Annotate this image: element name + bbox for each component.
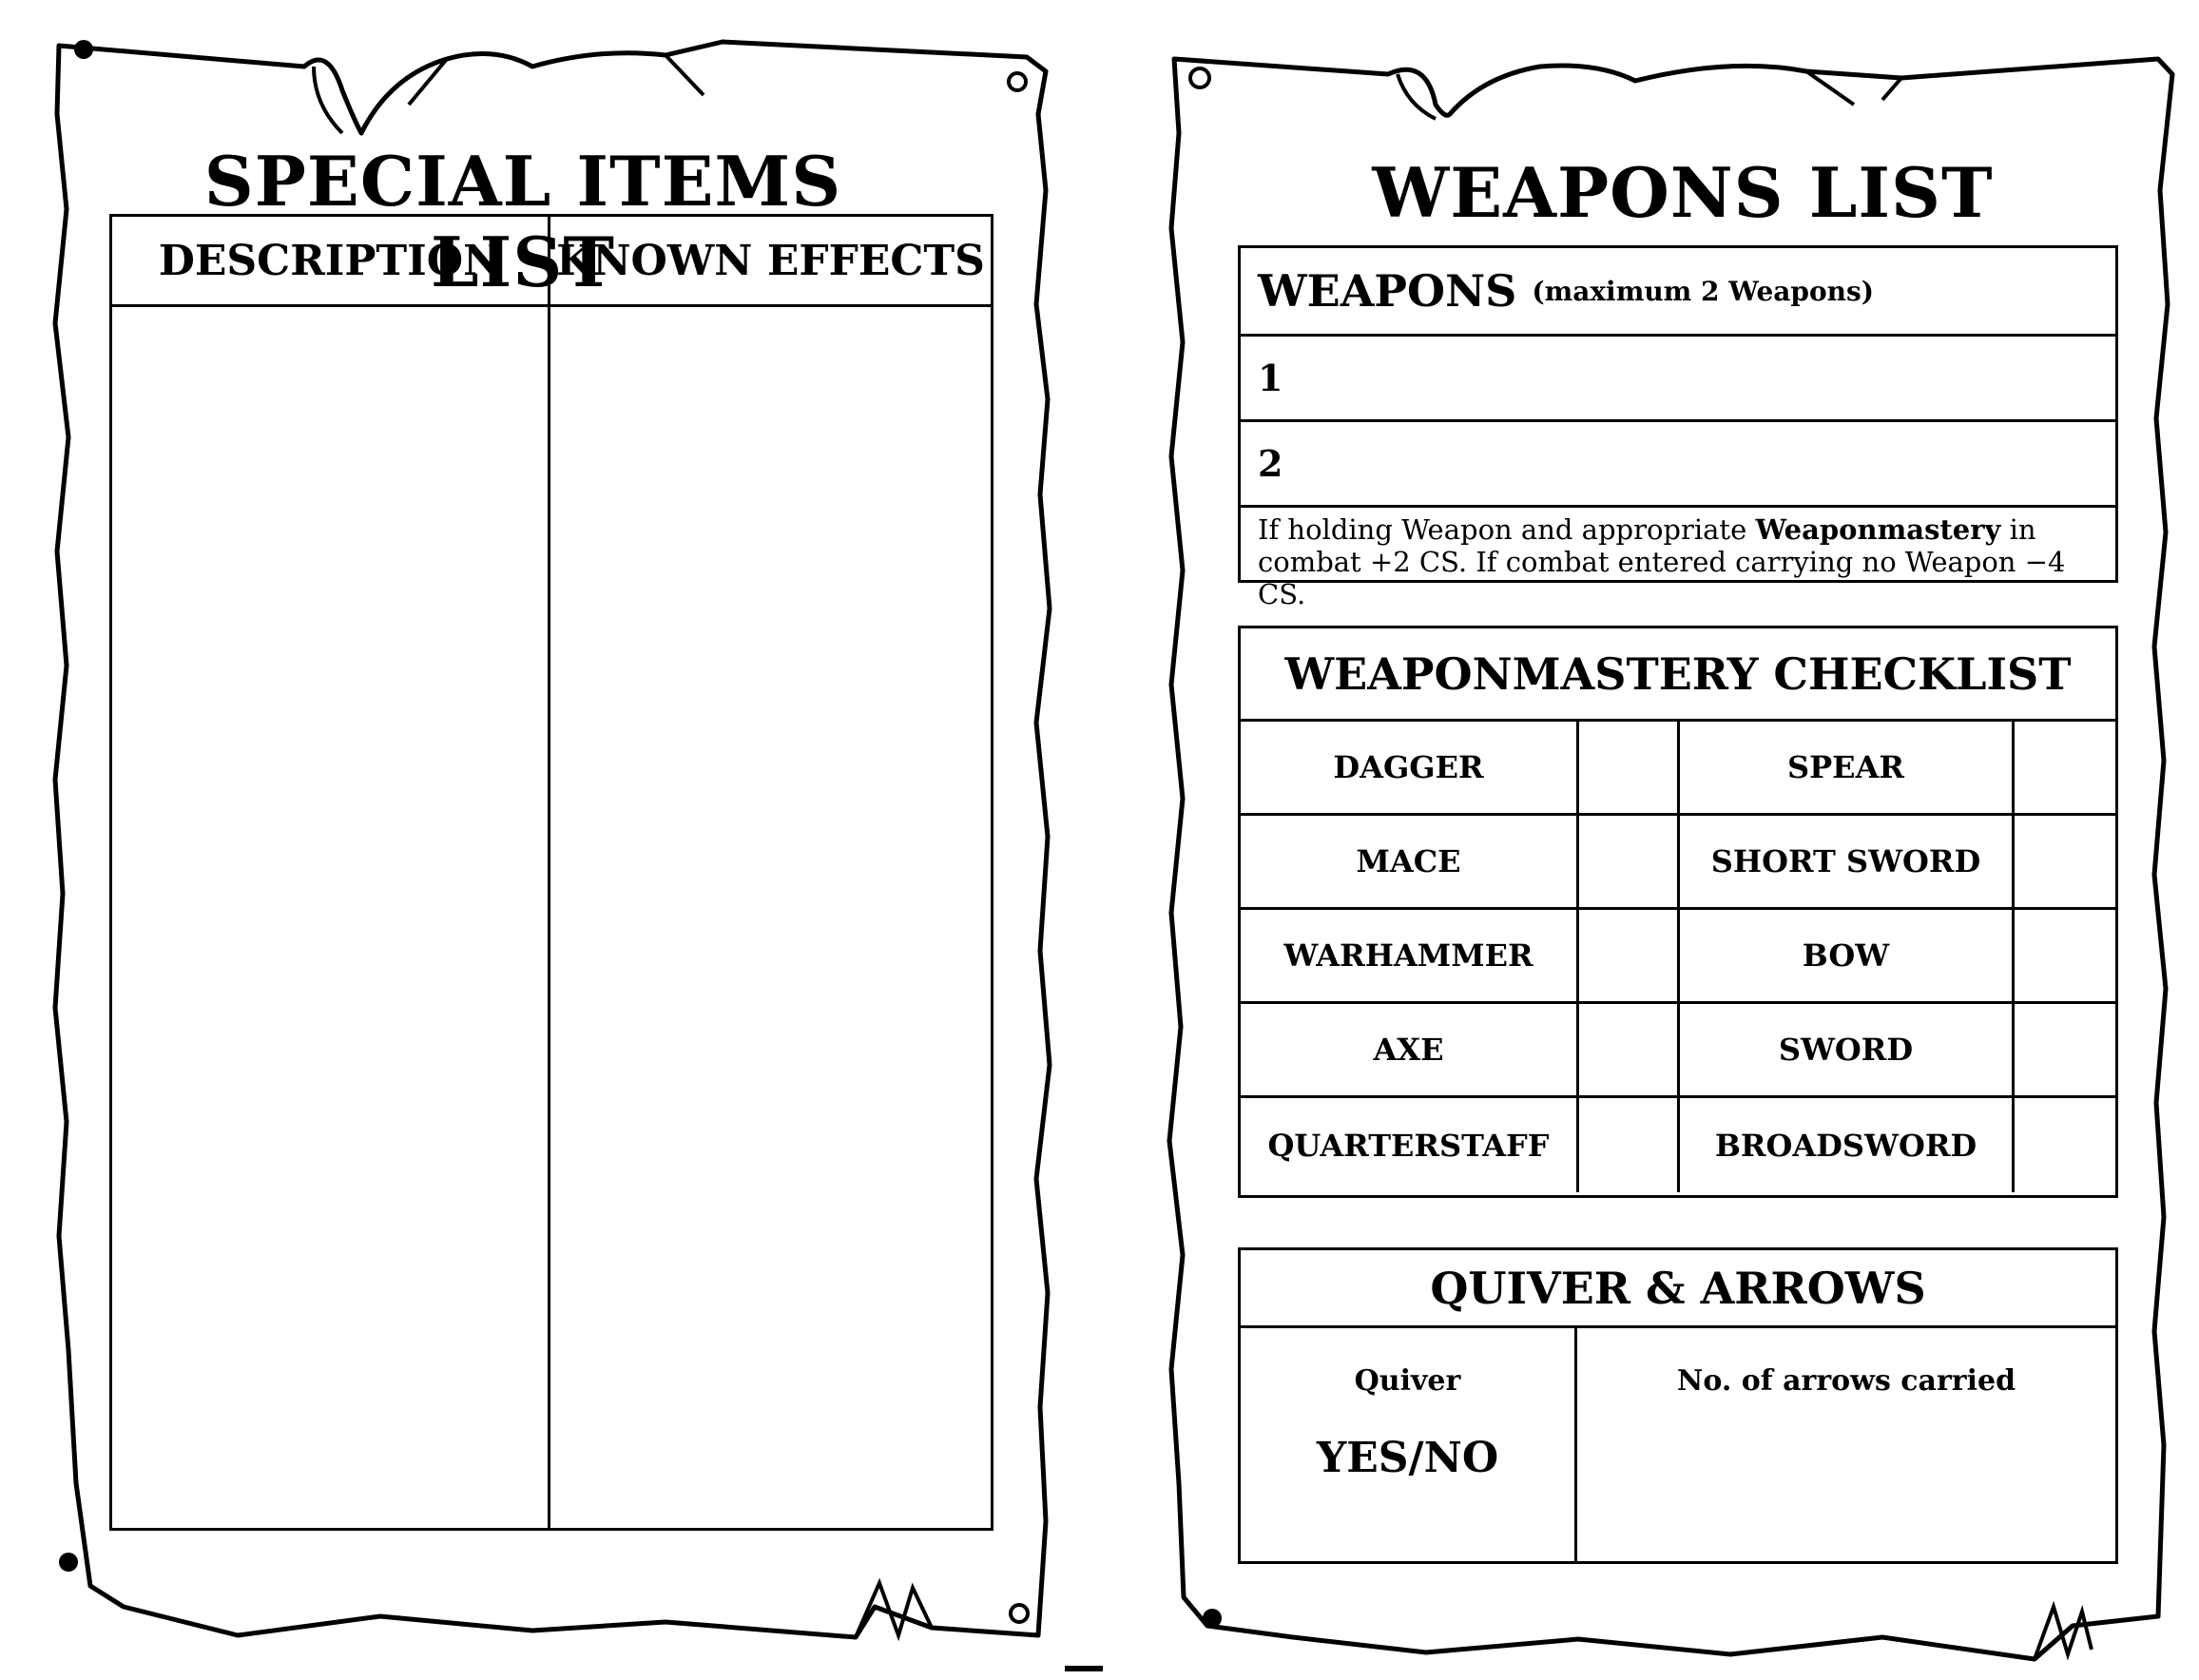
known-effects-entry-area[interactable] [550, 307, 991, 1528]
mastery-weapon-quarterstaff: QUARTERSTAFF [1241, 1098, 1579, 1192]
left-tack-right [1007, 71, 1028, 92]
mastery-checkbox-mace[interactable] [1579, 816, 1680, 910]
mastery-weapon-dagger: DAGGER [1241, 722, 1579, 816]
description-entry-area[interactable] [112, 307, 550, 1528]
special-items-table: DESCRIPTION KNOWN EFFECTS [109, 214, 993, 1531]
mastery-checkbox-dagger[interactable] [1579, 722, 1680, 816]
weapon-slot-number: 2 [1258, 442, 1283, 485]
mastery-weapon-mace: MACE [1241, 816, 1579, 910]
note-text: in combat +2 CS. If combat entered carry… [1258, 513, 2066, 610]
mastery-checkbox-bow[interactable] [2015, 910, 2115, 1004]
weaponmastery-grid: DAGGER SPEAR MACE SHORT SWORD WARHAMMER … [1241, 722, 2115, 1192]
note-text: If holding Weapon and appropriate [1258, 513, 1756, 546]
mastery-checkbox-broadsword[interactable] [2015, 1098, 2115, 1192]
known-effects-column-header: KNOWN EFFECTS [550, 217, 991, 307]
weaponmastery-checklist: WEAPONMASTERY CHECKLIST DAGGER SPEAR MAC… [1238, 626, 2118, 1198]
left-tack-bottom-left [59, 1553, 78, 1572]
left-scroll-frame [52, 39, 1052, 1640]
weapon-slot-2[interactable]: 2 [1241, 422, 2115, 508]
note-weaponmastery: Weaponmastery [1755, 513, 2001, 546]
mastery-weapon-short-sword: SHORT SWORD [1680, 816, 2015, 910]
mastery-weapon-bow: BOW [1680, 910, 2015, 1004]
mastery-checkbox-sword[interactable] [2015, 1004, 2115, 1098]
mastery-checkbox-axe[interactable] [1579, 1004, 1680, 1098]
weapons-box: WEAPONS (maximum 2 Weapons) 1 2 If holdi… [1238, 245, 2118, 610]
mastery-weapon-broadsword: BROADSWORD [1680, 1098, 2015, 1192]
weapon-slot-1[interactable]: 1 [1241, 337, 2115, 422]
weapons-header-limit: (maximum 2 Weapons) [1532, 275, 1875, 307]
left-scroll-tear-top [312, 53, 705, 135]
quiver-yes-no[interactable]: YES/NO [1316, 1434, 1499, 1482]
weapons-header-label: WEAPONS [1258, 265, 1517, 317]
mastery-checkbox-spear[interactable] [2015, 722, 2115, 816]
mastery-weapon-warhammer: WARHAMMER [1241, 910, 1579, 1004]
description-column-header: DESCRIPTION [112, 217, 550, 307]
weaponmastery-title: WEAPONMASTERY CHECKLIST [1241, 628, 2115, 722]
weapons-combat-note: If holding Weapon and appropriate Weapon… [1241, 508, 2115, 610]
right-tack-top [1188, 67, 1211, 89]
mastery-checkbox-quarterstaff[interactable] [1579, 1098, 1680, 1192]
special-items-title: SPECIAL ITEMS LIST [203, 141, 842, 302]
mastery-checkbox-short-sword[interactable] [2015, 816, 2115, 910]
quiver-arrows-box: QUIVER & ARROWS Quiver YES/NO No. of arr… [1238, 1247, 2118, 1564]
mastery-weapon-spear: SPEAR [1680, 722, 2015, 816]
left-scroll-tear-bottom [854, 1577, 934, 1642]
quiver-label: Quiver [1354, 1364, 1461, 1398]
quiver-arrows-body: Quiver YES/NO No. of arrows carried [1241, 1328, 2115, 1561]
left-tack-top [74, 40, 93, 59]
right-scroll-frame [1167, 56, 2175, 1662]
quiver-arrows-title: QUIVER & ARROWS [1241, 1250, 2115, 1328]
mastery-weapon-sword: SWORD [1680, 1004, 2015, 1098]
weapons-list-title: WEAPONS LIST [1372, 152, 1994, 233]
page-bottom-mark [1065, 1666, 1103, 1671]
quiver-cell[interactable]: Quiver YES/NO [1241, 1328, 1577, 1561]
weapon-slot-number: 1 [1258, 357, 1283, 399]
right-tack-bottom [1203, 1609, 1222, 1628]
right-scroll-tear-top [1396, 69, 1903, 121]
weapons-header: WEAPONS (maximum 2 Weapons) [1241, 248, 2115, 337]
mastery-weapon-axe: AXE [1241, 1004, 1579, 1098]
arrows-cell[interactable]: No. of arrows carried [1577, 1328, 2115, 1561]
right-scroll-tear-bottom [2033, 1600, 2093, 1661]
mastery-checkbox-warhammer[interactable] [1579, 910, 1680, 1004]
arrows-label: No. of arrows carried [1676, 1364, 2016, 1398]
left-tack-bottom-right [1009, 1603, 1030, 1624]
